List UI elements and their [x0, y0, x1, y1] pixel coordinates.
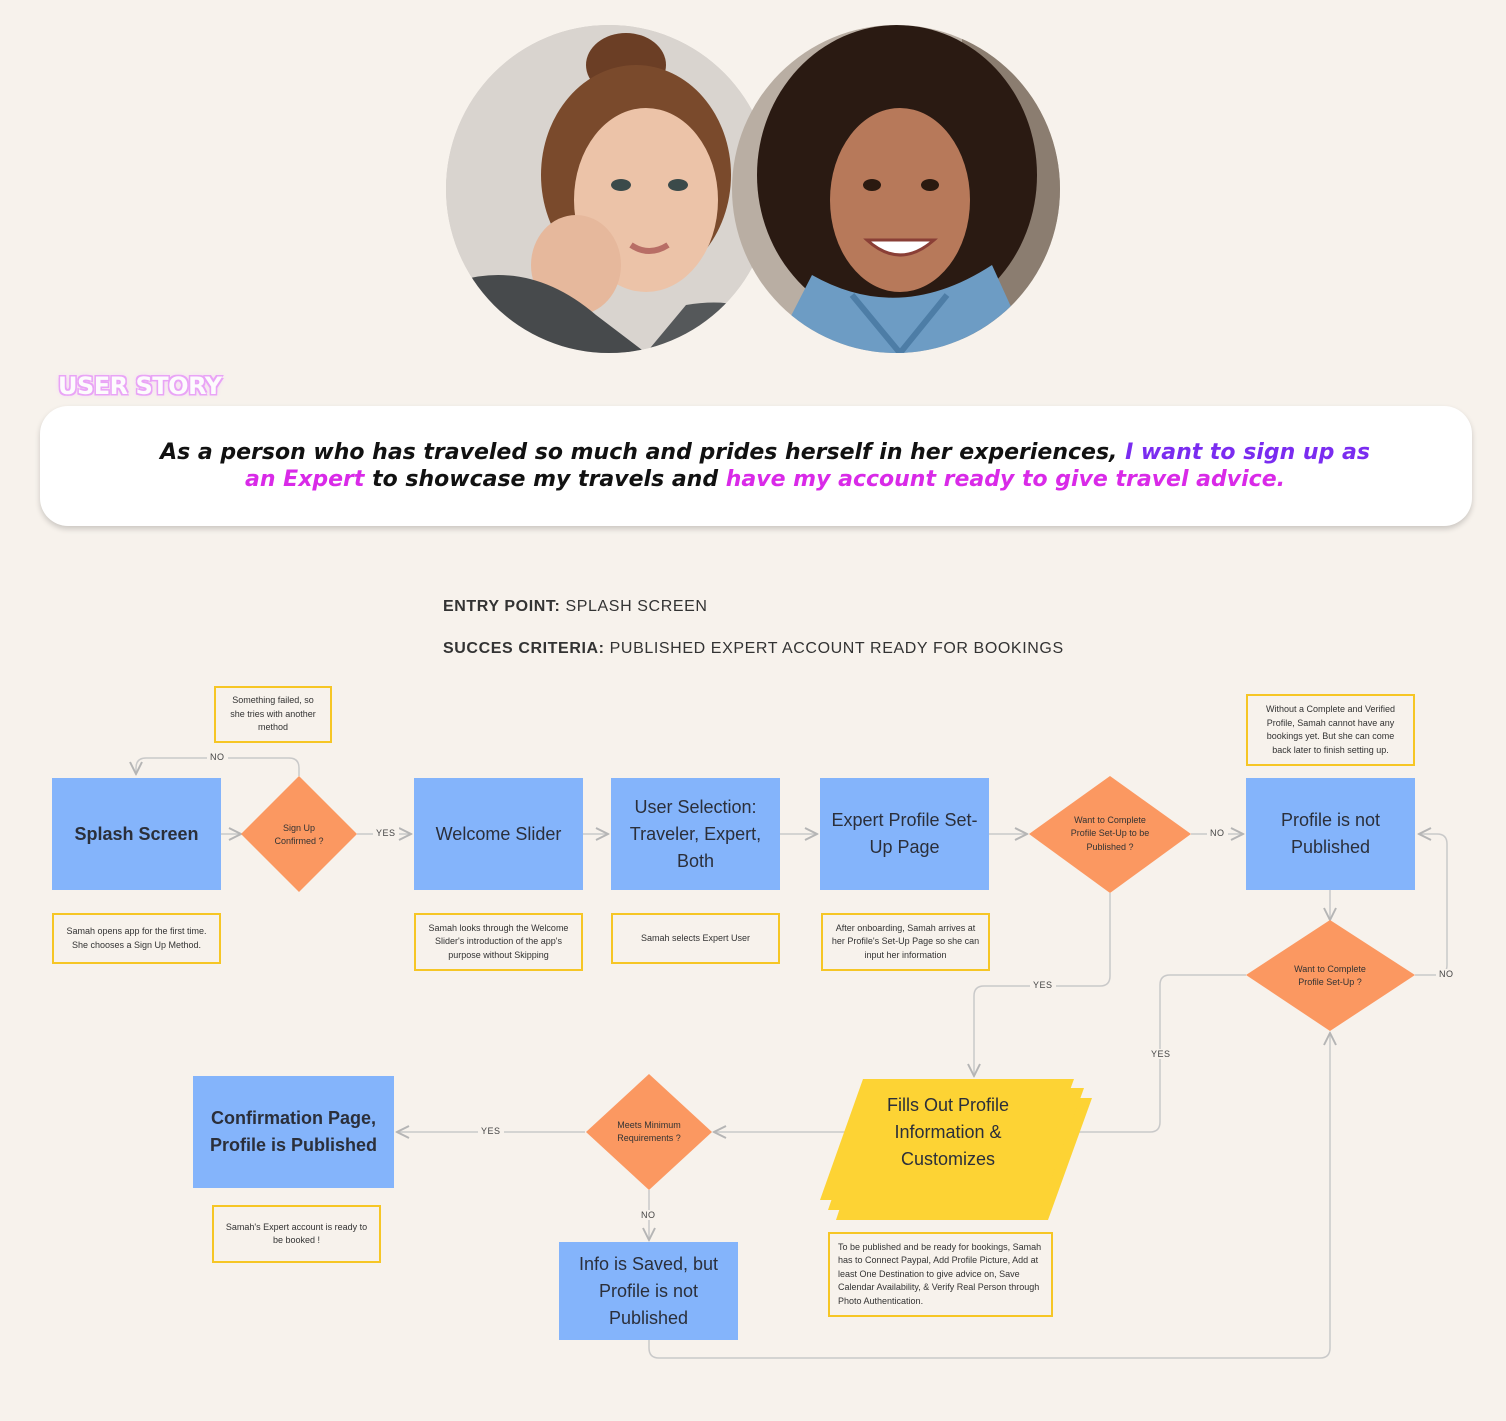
edge-label-decision-yes: YES [1030, 980, 1056, 990]
user-story-part2: to showcase my travels and [364, 467, 726, 492]
decision-complete-published-shape [1029, 776, 1191, 893]
user-story-highlight-1a: I want to sign up as [1125, 440, 1370, 465]
note-looks-through: Samah looks through the Welcome Slider's… [414, 913, 583, 971]
fills-out-shape [820, 1079, 1074, 1200]
success-criteria-label: SUCCES CRITERIA: [443, 640, 605, 657]
entry-point-label: ENTRY POINT: [443, 598, 561, 615]
node-welcome-slider: Welcome Slider [414, 778, 583, 890]
persona-photo-left-image [446, 25, 772, 353]
entry-point: ENTRY POINT: SPLASH SCREEN [443, 598, 708, 616]
decision-meets-label: Meets Minimum Requirements ? [617, 1119, 681, 1144]
entry-point-value: SPLASH SCREEN [560, 598, 708, 615]
note-something-failed: Something failed, so she tries with anot… [214, 686, 332, 743]
node-user-selection: User Selection: Traveler, Expert, Both [611, 778, 780, 890]
user-story-highlight-1b: an Expert [245, 467, 365, 492]
decision-meets-shape [586, 1074, 712, 1190]
persona-photo-right [732, 25, 1060, 353]
user-story-label: USER STORY [58, 372, 222, 400]
note-selects-expert: Samah selects Expert User [611, 913, 780, 964]
user-story-part1: As a person who has traveled so much and… [160, 440, 1126, 465]
edge-infosaved-decision [648, 1033, 1330, 1359]
note-account-ready: Samah's Expert account is ready to be bo… [212, 1205, 381, 1263]
edge-label-signup-yes: YES [373, 828, 399, 838]
note-without-complete: Without a Complete and Verified Profile,… [1246, 694, 1415, 766]
note-after-onboarding: After onboarding, Samah arrives at her P… [821, 913, 990, 971]
node-confirmation: Confirmation Page, Profile is Published [193, 1076, 394, 1188]
decision-complete-label: Want to Complete Profile Set-Up ? [1294, 963, 1366, 988]
decision-signup-shape [241, 776, 357, 892]
decision-complete-shape [1246, 920, 1415, 1031]
decision-signup-label: Sign Up Confirmed ? [274, 822, 324, 847]
persona-photo-left [446, 25, 772, 353]
edge-label-complete-yes: YES [1148, 1049, 1174, 1059]
edge-label-complete-no: NO [1436, 969, 1457, 979]
edge-label-decision-no: NO [1207, 828, 1228, 838]
edge-label-signup-no: NO [207, 752, 228, 762]
node-fills-out-text: Fills Out Profile Information & Customiz… [886, 1095, 1010, 1169]
node-info-saved: Info is Saved, but Profile is not Publis… [559, 1242, 738, 1340]
success-criteria-value: PUBLISHED EXPERT ACCOUNT READY FOR BOOKI… [604, 640, 1064, 657]
edge-label-meets-yes: YES [478, 1126, 504, 1136]
node-not-published: Profile is not Published [1246, 778, 1415, 890]
node-expert-setup: Expert Profile Set-Up Page [820, 778, 989, 890]
user-story-card [40, 406, 1472, 526]
edge-label-meets-no: NO [638, 1210, 659, 1220]
decision-complete-published-label: Want to Complete Profile Set-Up to be Pu… [1070, 814, 1150, 852]
node-splash-screen: Splash Screen [52, 778, 221, 890]
user-story-text: As a person who has traveled so much and… [150, 439, 1380, 493]
success-criteria: SUCCES CRITERIA: PUBLISHED EXPERT ACCOUN… [443, 640, 1064, 658]
edge-complete-no [1415, 834, 1448, 976]
persona-photo-right-image [732, 25, 1060, 353]
note-opens-app: Samah opens app for the first time. She … [52, 913, 221, 964]
note-to-be-published: To be published and be ready for booking… [828, 1232, 1053, 1317]
user-story-highlight-2: have my account ready to give travel adv… [725, 467, 1285, 492]
